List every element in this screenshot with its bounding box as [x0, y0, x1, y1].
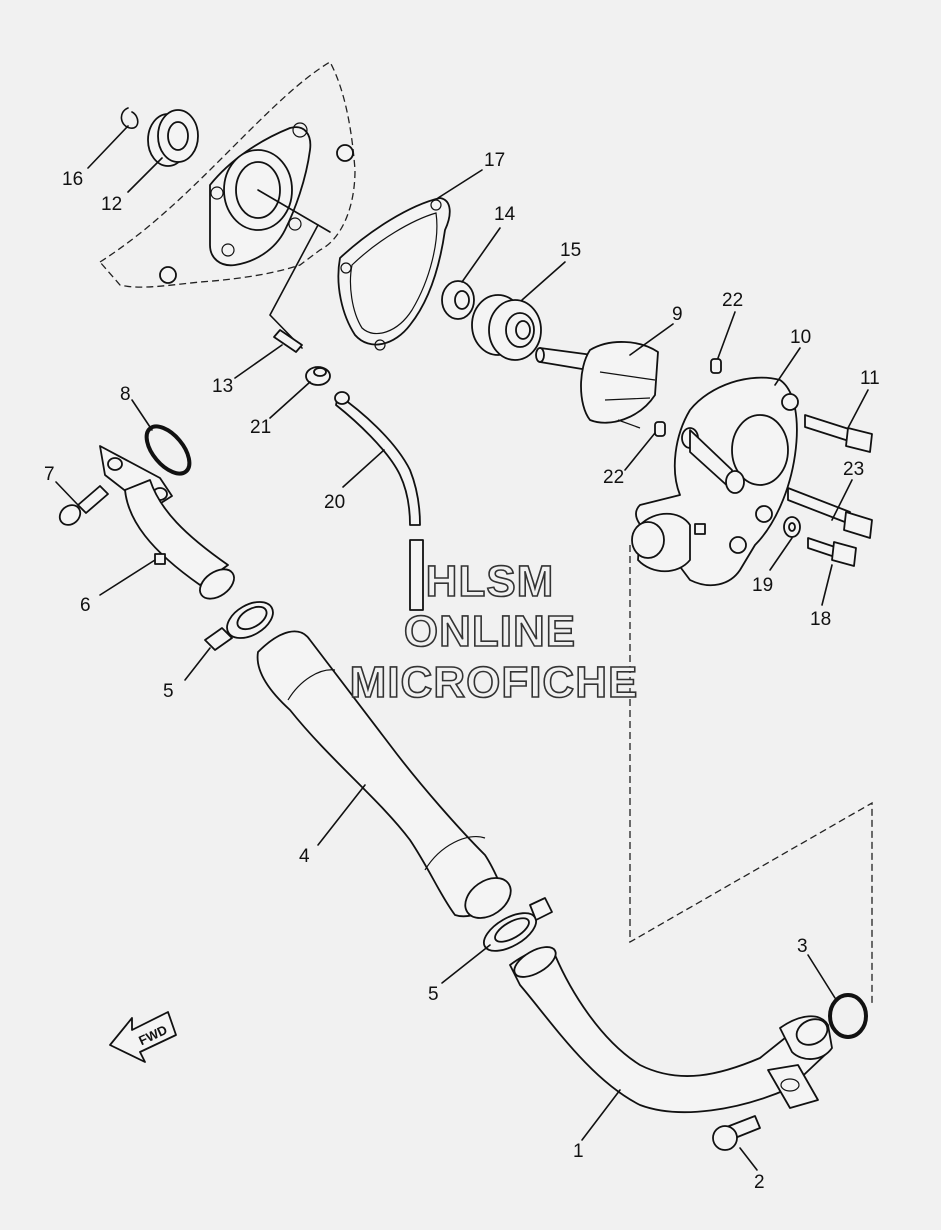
callout-4: 4	[299, 846, 310, 867]
bolt-11	[804, 414, 873, 453]
callout-5-lower: 5	[428, 984, 439, 1005]
callout-12: 12	[101, 194, 122, 215]
callout-18: 18	[810, 609, 831, 630]
hose-clamp-5-upper	[204, 601, 274, 651]
callout-13: 13	[212, 376, 233, 397]
callout-6: 6	[80, 595, 91, 616]
callout-21: 21	[250, 417, 271, 438]
pipe-6	[99, 445, 235, 600]
bolt-23	[787, 487, 873, 539]
watermark-line-1: HLSM	[426, 557, 555, 606]
forward-arrow-icon: FWD	[109, 1011, 177, 1063]
o-ring-8	[144, 424, 192, 476]
pipe-13	[273, 329, 303, 353]
callout-14: 14	[494, 204, 516, 225]
mechanical-seal-15	[471, 294, 542, 361]
impeller-shaft-9	[535, 341, 659, 429]
pump-housing-10	[631, 376, 799, 587]
callout-22-lower: 22	[603, 467, 624, 488]
callout-8: 8	[120, 384, 131, 405]
callout-16: 16	[62, 169, 83, 190]
clamp-21	[305, 366, 331, 386]
leader-lines	[55, 125, 869, 1171]
bolt-18	[807, 537, 857, 567]
callout-7: 7	[44, 464, 55, 485]
callout-15: 15	[560, 240, 581, 261]
bolt-7	[58, 485, 109, 526]
crankcase-cover	[99, 61, 356, 349]
oil-seal-14	[441, 280, 475, 320]
watermark-line-2: ONLINE	[404, 607, 576, 656]
callout-1: 1	[573, 1141, 584, 1162]
watermark: HLSM ONLINE MICROFICHE	[349, 556, 639, 708]
pipe-1	[509, 946, 833, 1114]
washer-19	[783, 516, 801, 538]
callout-19: 19	[752, 575, 773, 596]
callout-22-upper: 22	[722, 290, 743, 311]
callout-9: 9	[672, 304, 683, 325]
callout-23: 23	[843, 459, 864, 480]
callout-11: 11	[860, 368, 880, 389]
dowel-pin-22-upper	[710, 358, 722, 374]
dowel-pin-22-lower	[654, 421, 666, 437]
callout-20: 20	[324, 492, 345, 513]
gasket-17	[337, 197, 451, 351]
callout-17: 17	[484, 150, 505, 171]
callout-labels: 16 12 17 14 15 9 22 10 11 13 21 8 7 20 2…	[44, 150, 880, 1193]
circlip-16	[120, 107, 139, 129]
o-ring-3	[828, 993, 868, 1039]
hose-4	[256, 630, 512, 919]
assembly-path	[629, 545, 873, 1003]
callout-5-upper: 5	[163, 681, 174, 702]
callout-10: 10	[790, 327, 811, 348]
callout-3: 3	[797, 936, 808, 957]
hose-clamp-5-lower	[483, 897, 553, 952]
callout-2: 2	[754, 1172, 765, 1193]
bolt-2	[712, 1115, 761, 1151]
bearing-12	[147, 109, 199, 167]
hose-20	[334, 391, 424, 611]
watermark-line-3: MICROFICHE	[350, 658, 639, 707]
